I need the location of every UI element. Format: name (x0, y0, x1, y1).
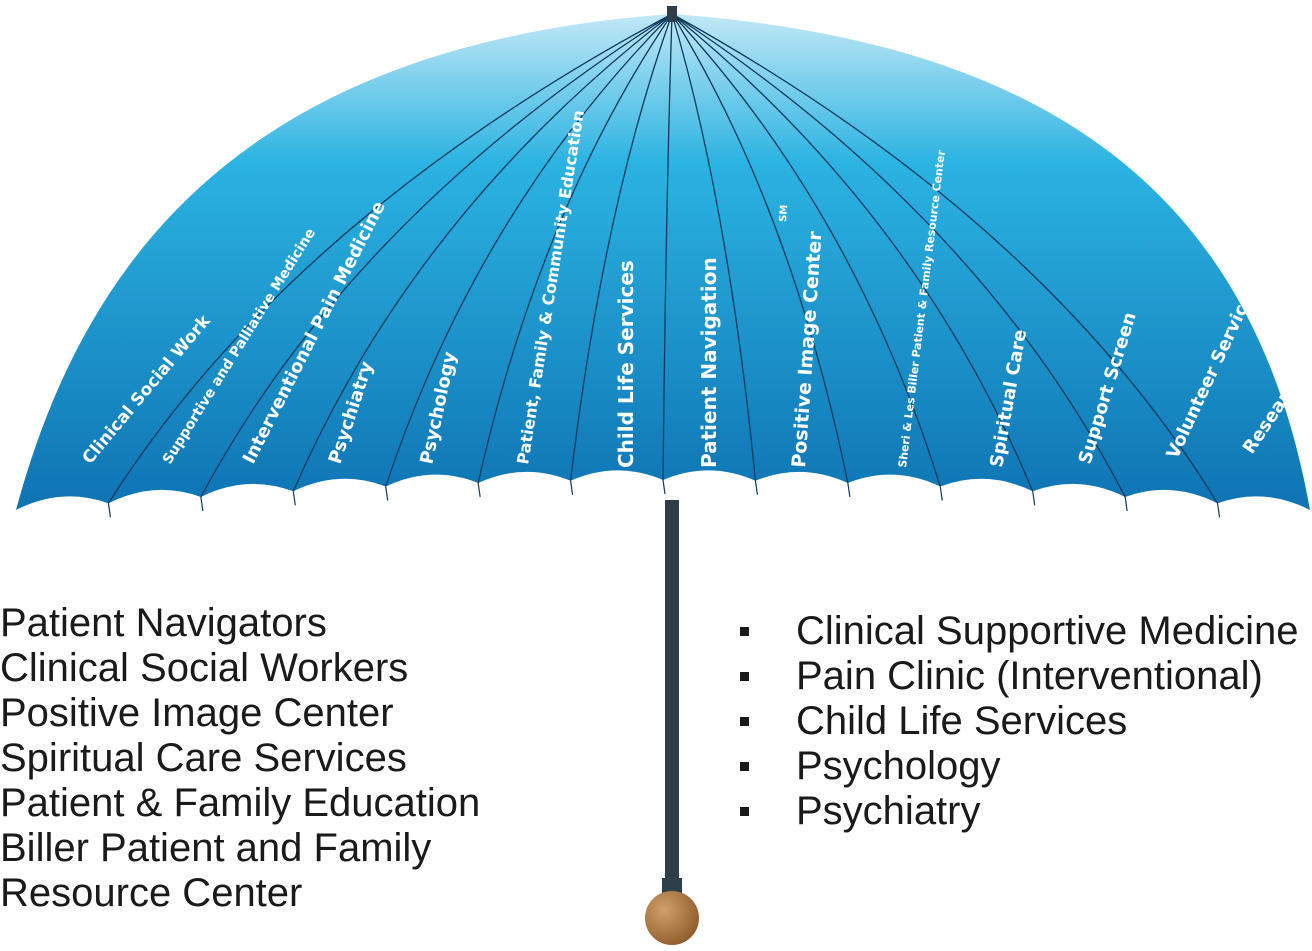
umbrella-rib (662, 13, 673, 481)
umbrella-tip (667, 6, 677, 22)
umbrella-rib (200, 13, 673, 498)
list-item: Pain Clinic (Interventional) (740, 654, 1298, 699)
list-item-label: Psychiatry (796, 789, 981, 833)
rib-tip (477, 482, 481, 498)
rib-tip (754, 480, 759, 495)
umbrella-rib (477, 13, 673, 484)
rib-tip (107, 503, 112, 518)
umbrella-rib (671, 13, 849, 484)
umbrella-rib (671, 13, 1034, 492)
list-item-label: Clinical Supportive Medicine (796, 609, 1299, 653)
umbrella-rib (569, 13, 673, 481)
list-item: Patient Navigators (0, 601, 327, 645)
list-item: Positive Image Center (0, 691, 394, 735)
list-item: Resource Center (0, 871, 303, 915)
square-bullet-icon (740, 627, 749, 636)
list-item: Psychiatry (740, 789, 1298, 834)
umbrella-rib (671, 13, 1126, 498)
square-bullet-icon (740, 717, 749, 726)
square-bullet-icon (740, 807, 749, 816)
rib-tip (1124, 496, 1128, 512)
square-bullet-icon (740, 672, 749, 681)
list-item: Clinical Social Workers (0, 646, 409, 690)
list-item: Psychology (740, 744, 1298, 789)
list-item: Patient & Family Education (0, 781, 481, 825)
rib-tip (1032, 491, 1036, 506)
list-item: Child Life Services (740, 699, 1298, 744)
list-item: Clinical Supportive Medicine (740, 609, 1299, 654)
services-list-right: Clinical Supportive Medicine Pain Clinic… (740, 609, 1299, 834)
list-item-label: Pain Clinic (Interventional) (796, 654, 1263, 698)
umbrella-ribs (107, 13, 1221, 518)
rib-tip (847, 482, 851, 498)
umbrella-rib (671, 13, 1219, 504)
square-bullet-icon (740, 762, 749, 771)
panel-label: Child Life Services (614, 260, 638, 468)
umbrella-rib (671, 13, 757, 481)
umbrella-rib (107, 13, 673, 504)
services-list-left: Patient Navigators Clinical Social Worke… (0, 601, 480, 916)
rib-tip (292, 491, 296, 506)
rib-tip (1216, 503, 1221, 518)
umbrella-shaft (665, 500, 679, 895)
rib-tip (662, 479, 666, 495)
rib-tip (200, 496, 204, 512)
umbrella-canopy (16, 14, 1310, 510)
list-item-label: Psychology (796, 744, 1001, 788)
umbrella-rib (292, 13, 673, 492)
panel-label: Patient Navigation (697, 257, 721, 468)
umbrella-rib (671, 13, 941, 487)
umbrella-handle-knob (645, 891, 699, 945)
handle-ferrule (662, 878, 682, 894)
umbrella-rib (385, 13, 673, 487)
rib-tip (385, 486, 389, 501)
rib-tip (939, 486, 943, 501)
service-mark: SM (778, 204, 790, 222)
rib-tip (569, 480, 574, 495)
list-item-label: Child Life Services (796, 699, 1128, 743)
list-item: Spiritual Care Services (0, 736, 407, 780)
list-item: Biller Patient and Family (0, 826, 432, 870)
